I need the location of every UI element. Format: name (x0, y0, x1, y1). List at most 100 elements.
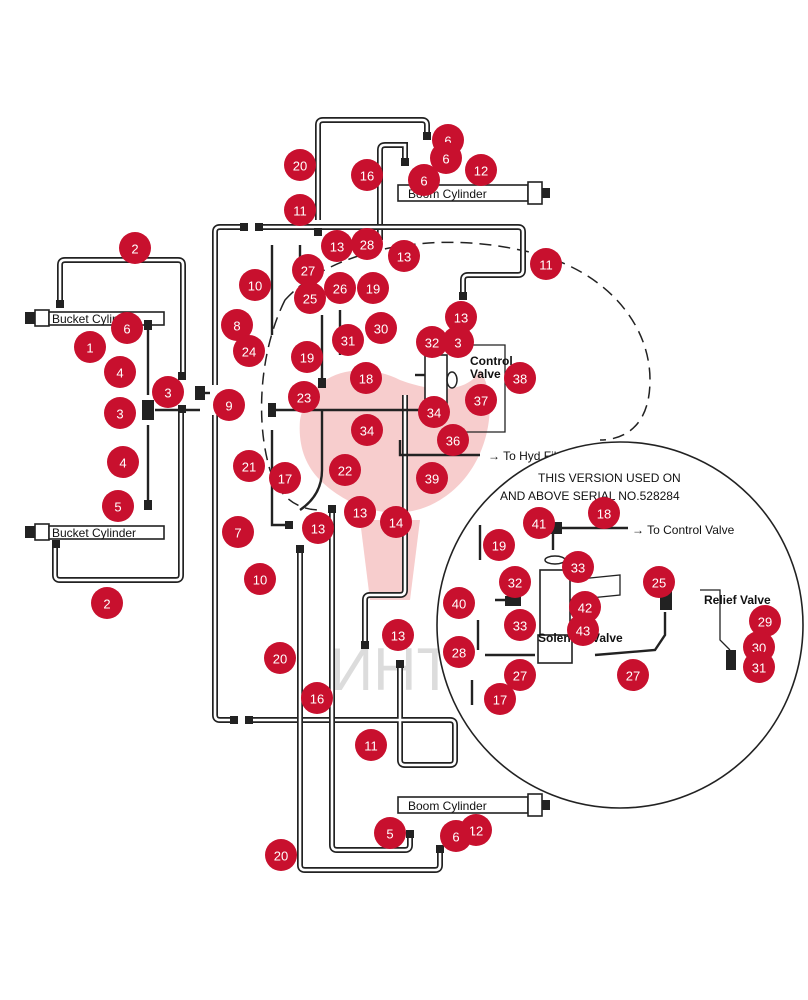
svg-text:9: 9 (225, 399, 232, 414)
svg-text:27: 27 (626, 669, 640, 684)
svg-text:12: 12 (474, 164, 488, 179)
svg-text:16: 16 (360, 169, 374, 184)
svg-text:23: 23 (297, 391, 311, 406)
callout-6: 6 (430, 142, 462, 174)
svg-text:4: 4 (116, 366, 123, 381)
callout-13: 13 (388, 240, 420, 272)
svg-text:3: 3 (164, 386, 171, 401)
callout-32: 32 (416, 326, 448, 358)
callout-28: 28 (351, 228, 383, 260)
svg-text:18: 18 (597, 507, 611, 522)
callout-16: 16 (301, 682, 333, 714)
callout-19: 19 (291, 341, 323, 373)
svg-text:6: 6 (442, 152, 449, 167)
callout-34: 34 (351, 414, 383, 446)
callout-21: 21 (233, 450, 265, 482)
callout-18: 18 (350, 362, 382, 394)
svg-text:24: 24 (242, 345, 256, 360)
svg-text:27: 27 (301, 264, 315, 279)
svg-text:25: 25 (652, 576, 666, 591)
svg-text:14: 14 (389, 516, 403, 531)
svg-text:11: 11 (539, 258, 553, 273)
svg-text:5: 5 (386, 827, 393, 842)
svg-text:28: 28 (360, 238, 374, 253)
svg-text:3: 3 (454, 336, 461, 351)
callout-42: 42 (569, 591, 601, 623)
callout-27: 27 (292, 254, 324, 286)
callout-16: 16 (351, 159, 383, 191)
callout-33: 33 (562, 551, 594, 583)
svg-text:29: 29 (758, 615, 772, 630)
svg-text:21: 21 (242, 460, 256, 475)
callout-30: 30 (365, 312, 397, 344)
svg-text:20: 20 (293, 159, 307, 174)
svg-text:33: 33 (571, 561, 585, 576)
callout-32: 32 (499, 566, 531, 598)
callout-8: 8 (221, 309, 253, 341)
callout-2: 2 (91, 587, 123, 619)
callout-7: 7 (222, 516, 254, 548)
callout-6: 6 (440, 820, 472, 852)
svg-text:11: 11 (293, 204, 307, 219)
bucket-cylinder-bottom-label: Bucket Cylinder (52, 526, 136, 540)
svg-text:22: 22 (338, 464, 352, 479)
svg-text:25: 25 (303, 292, 317, 307)
svg-text:32: 32 (425, 336, 439, 351)
svg-text:31: 31 (341, 334, 355, 349)
svg-text:30: 30 (374, 322, 388, 337)
svg-text:3: 3 (116, 407, 123, 422)
callout-28: 28 (443, 636, 475, 668)
svg-text:19: 19 (366, 282, 380, 297)
svg-text:43: 43 (576, 624, 590, 639)
callout-12: 12 (465, 154, 497, 186)
version-note-line1: THIS VERSION USED ON (538, 471, 681, 485)
callout-31: 31 (332, 324, 364, 356)
svg-text:13: 13 (454, 311, 468, 326)
svg-text:6: 6 (420, 174, 427, 189)
callout-3: 3 (104, 397, 136, 429)
svg-text:34: 34 (360, 424, 374, 439)
svg-text:13: 13 (391, 629, 405, 644)
callout-19: 19 (357, 272, 389, 304)
callout-3: 3 (152, 376, 184, 408)
callout-24: 24 (233, 335, 265, 367)
svg-text:11: 11 (364, 739, 378, 754)
svg-text:1: 1 (86, 341, 93, 356)
bucket-cylinder-bottom: Bucket Cylinder (25, 523, 165, 541)
callout-20: 20 (264, 642, 296, 674)
callout-17: 17 (269, 462, 301, 494)
callout-6: 6 (111, 312, 143, 344)
svg-text:28: 28 (452, 646, 466, 661)
callout-13: 13 (321, 230, 353, 262)
callout-37: 37 (465, 384, 497, 416)
svg-text:13: 13 (311, 522, 325, 537)
callout-17: 17 (484, 683, 516, 715)
svg-text:10: 10 (248, 279, 262, 294)
callout-19: 19 (483, 529, 515, 561)
callout-11: 11 (284, 194, 316, 226)
callout-4: 4 (104, 356, 136, 388)
svg-text:40: 40 (452, 597, 466, 612)
svg-text:2: 2 (131, 242, 138, 257)
svg-text:19: 19 (300, 351, 314, 366)
detail-inset: THIS VERSION USED ON AND ABOVE SERIAL NO… (436, 441, 804, 809)
callout-3: 3 (442, 326, 474, 358)
callout-5: 5 (102, 490, 134, 522)
svg-text:42: 42 (578, 601, 592, 616)
callout-25: 25 (643, 566, 675, 598)
callout-14: 14 (380, 506, 412, 538)
svg-text:13: 13 (397, 250, 411, 265)
callout-27: 27 (504, 659, 536, 691)
callout-13: 13 (382, 619, 414, 651)
callout-2: 2 (119, 232, 151, 264)
callout-10: 10 (244, 563, 276, 595)
callout-11: 11 (530, 248, 562, 280)
hose-lines (52, 117, 526, 873)
callout-38: 38 (504, 362, 536, 394)
callout-39: 39 (416, 462, 448, 494)
relief-valve-label: Relief Valve (704, 593, 771, 607)
callout-13: 13 (445, 301, 477, 333)
callout-11: 11 (355, 729, 387, 761)
